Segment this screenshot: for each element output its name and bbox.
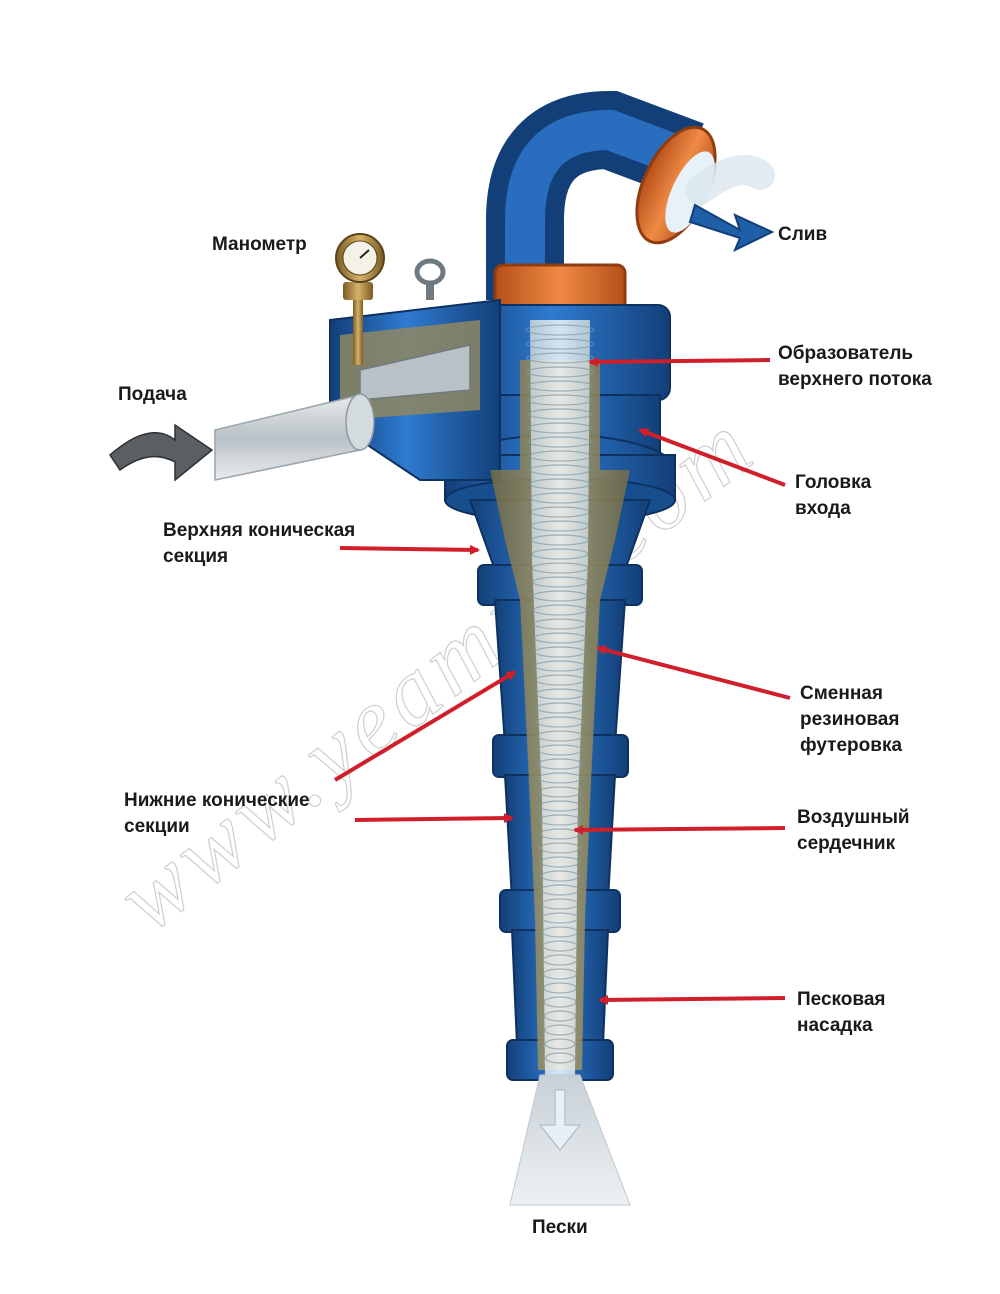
label-vortex-finder-line1: Образователь: [778, 343, 914, 364]
manometer-gauge: [335, 233, 385, 365]
label-air-core: Воздушный сердечник: [797, 805, 910, 857]
swirl-ring: [535, 716, 585, 728]
swirl-ring: [526, 380, 594, 392]
swirl-ring: [534, 674, 586, 686]
label-air-core-line1: Воздушный: [797, 807, 910, 828]
label-apex-line1: Песковая: [797, 989, 886, 1010]
overflow-pipe: [486, 90, 775, 300]
swirl-ring: [533, 632, 587, 644]
swirl-ring: [528, 436, 592, 448]
arrow-liner: [596, 645, 791, 700]
swirl-ring: [531, 534, 589, 546]
arrow-lower-cone-2: [354, 813, 514, 824]
swirl-ring: [540, 870, 580, 882]
label-lower-cones-line2: секции: [124, 816, 190, 837]
label-vortex-finder-line2: верхнего потока: [778, 369, 932, 390]
label-liner-line2: резиновая: [800, 709, 900, 730]
lifting-eye: [414, 258, 446, 300]
leader-arrows: [333, 356, 791, 1005]
swirl-ring: [543, 1010, 577, 1022]
swirl-ring: [542, 940, 578, 952]
label-apex: Песковая насадка: [797, 987, 886, 1039]
swirl-ring: [542, 968, 578, 980]
swirl-ring: [532, 604, 588, 616]
swirl-ring: [537, 772, 583, 784]
label-apex-line2: насадка: [797, 1015, 873, 1036]
label-lower-cones-line1: Нижние конические: [124, 790, 310, 811]
swirl-ring: [539, 842, 581, 854]
label-lower-cones: Нижние конические секции: [124, 788, 310, 840]
label-inlet-head-line2: входа: [795, 498, 851, 519]
label-upper-cone-line1: Верхняя коническая: [163, 520, 356, 541]
swirl-ring: [525, 338, 595, 350]
label-liner-line1: Сменная: [800, 683, 883, 704]
inlet-insert: [359, 344, 471, 401]
swirl-ring: [531, 562, 589, 574]
label-liner-line3: футеровка: [800, 735, 903, 756]
swirl-ring: [525, 324, 595, 336]
label-underflow: Пески: [532, 1217, 588, 1238]
arrow-vortex-finder: [588, 356, 771, 367]
swirl-ring: [531, 548, 589, 560]
swirl-ring: [528, 450, 592, 462]
swirl-ring: [543, 996, 577, 1008]
arrow-air-core: [573, 824, 786, 835]
underflow-arrow: [538, 1089, 582, 1151]
arrow-upper-cone: [339, 544, 480, 555]
swirl-ring: [527, 394, 593, 406]
arrow-inlet-head: [638, 428, 786, 487]
feed-flow-arrow: [109, 423, 214, 482]
swirl-ring: [529, 492, 591, 504]
swirl-ring: [532, 576, 588, 588]
swirl-ring: [544, 1024, 576, 1036]
swirl-lines: [525, 324, 595, 1064]
swirl-ring: [538, 814, 582, 826]
overflow-flow-arrow: [688, 203, 775, 253]
swirl-ring: [526, 366, 594, 378]
swirl-ring: [528, 422, 592, 434]
swirl-ring: [530, 520, 590, 532]
swirl-ring: [539, 856, 581, 868]
label-vortex-finder: Образователь верхнего потока: [778, 341, 932, 393]
swirl-ring: [536, 730, 584, 742]
feed-pipe: [214, 393, 375, 481]
swirl-ring: [545, 1052, 575, 1064]
swirl-ring: [537, 758, 583, 770]
swirl-ring: [535, 688, 585, 700]
swirl-ring: [535, 702, 585, 714]
arrow-apex: [598, 994, 786, 1005]
swirl-ring: [542, 954, 578, 966]
label-liner: Сменная резиновая футеровка: [800, 681, 902, 759]
swirl-ring: [527, 408, 593, 420]
swirl-ring: [529, 464, 591, 476]
label-upper-cone-line2: секция: [163, 546, 229, 567]
label-inlet-head: Головка входа: [795, 470, 871, 522]
swirl-ring: [534, 646, 586, 658]
swirl-ring: [541, 926, 579, 938]
swirl-ring: [533, 618, 587, 630]
swirl-ring: [529, 478, 591, 490]
swirl-ring: [544, 1038, 576, 1050]
swirl-ring: [540, 898, 580, 910]
label-inlet-head-line1: Головка: [795, 472, 872, 493]
swirl-ring: [541, 912, 579, 924]
arrow-lower-cone-1: [333, 670, 517, 782]
swirl-ring: [530, 506, 590, 518]
swirl-ring: [536, 744, 584, 756]
swirl-ring: [532, 590, 588, 602]
swirl-ring: [534, 660, 586, 672]
label-feed: Подача: [118, 384, 187, 405]
label-air-core-line2: сердечник: [797, 833, 896, 854]
label-upper-cone: Верхняя коническая секция: [163, 518, 355, 570]
sand-discharge: [509, 1074, 631, 1206]
swirl-ring: [537, 786, 583, 798]
air-core: [525, 320, 595, 1075]
swirl-ring: [540, 884, 580, 896]
label-overflow: Слив: [778, 224, 828, 245]
swirl-ring: [538, 800, 582, 812]
swirl-ring: [543, 982, 577, 994]
label-manometer: Манометр: [212, 234, 307, 255]
